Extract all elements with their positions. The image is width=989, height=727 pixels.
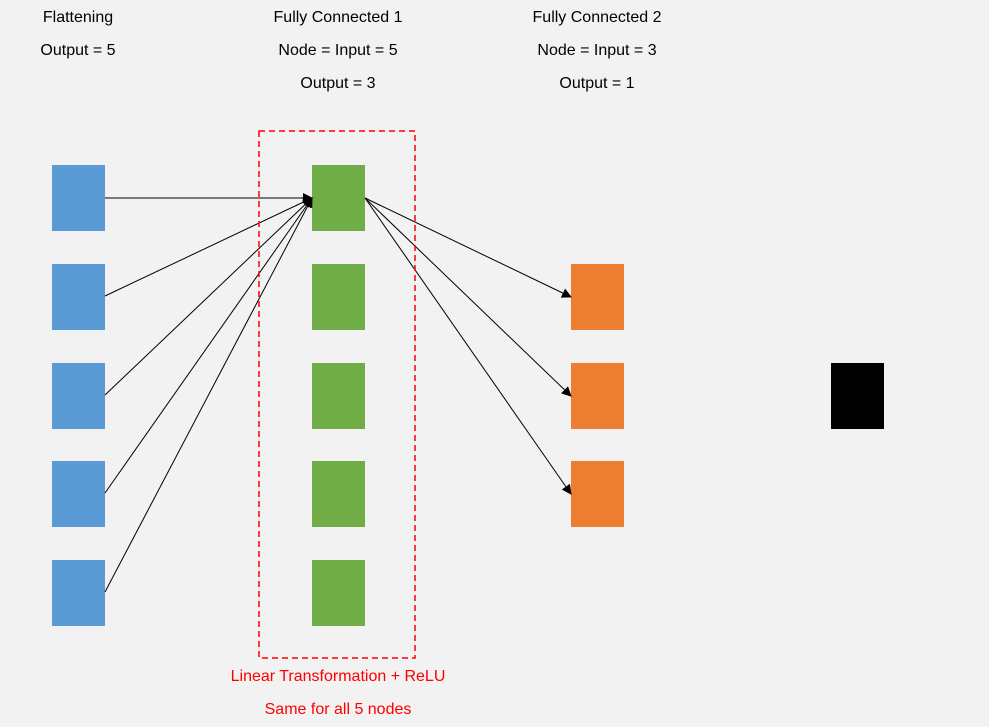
input-node: [52, 363, 105, 429]
fc2-title: Fully Connected 2: [532, 9, 662, 26]
hidden-node: [312, 264, 365, 330]
connection-arrow: [104, 197, 313, 494]
fc1-output: Output = 3: [300, 75, 376, 92]
connection-arrow: [364, 197, 572, 495]
annotation-line-2: Same for all 5 nodes: [264, 701, 412, 718]
hidden-node: [312, 560, 365, 626]
flattening-output: Output = 5: [40, 42, 116, 59]
connection-arrow: [364, 197, 572, 397]
input-node: [52, 165, 105, 231]
connection-arrow: [364, 197, 572, 298]
fc2-node: [571, 264, 624, 330]
input-node: [52, 264, 105, 330]
hidden-node: [312, 461, 365, 527]
connection-arrow: [104, 197, 313, 297]
fc2-output: Output = 1: [559, 75, 635, 92]
fc2-node: [571, 363, 624, 429]
fc1-title: Fully Connected 1: [273, 9, 403, 26]
output-node: [831, 363, 884, 429]
connection-arrow: [104, 197, 313, 593]
hidden-node: [312, 165, 365, 231]
flattening-title: Flattening: [42, 9, 114, 26]
fc2-node: [571, 461, 624, 527]
connection-arrow: [104, 197, 313, 396]
fc1-node-input: Node = Input = 5: [278, 42, 398, 59]
highlight-box: [258, 130, 416, 659]
hidden-node: [312, 363, 365, 429]
input-node: [52, 461, 105, 527]
annotation-line-1: Linear Transformation + ReLU: [230, 668, 446, 685]
fc2-node-input: Node = Input = 3: [537, 42, 657, 59]
input-node: [52, 560, 105, 626]
